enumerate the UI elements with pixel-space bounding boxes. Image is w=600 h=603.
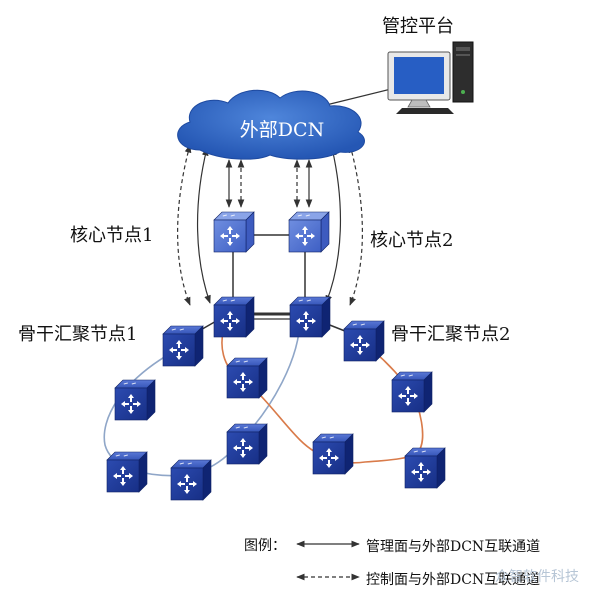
access-node-3 bbox=[391, 371, 433, 413]
core-node-1 bbox=[213, 211, 255, 253]
access-node-2 bbox=[114, 379, 156, 421]
mgmt-channel-agg2 bbox=[325, 147, 342, 304]
platform-label: 管控平台 bbox=[382, 16, 454, 37]
ctrl-channel-agg2 bbox=[348, 144, 363, 306]
ctrl-channel-agg1 bbox=[177, 144, 192, 306]
legend-swatches bbox=[296, 540, 360, 581]
cloud-icon: 外部DCN bbox=[177, 89, 365, 160]
agg1-label: 骨干汇聚节点1 bbox=[18, 324, 138, 345]
access-node-1 bbox=[226, 357, 268, 399]
agg-node-3 bbox=[162, 325, 204, 367]
core2-label: 核心节点2 bbox=[370, 230, 454, 251]
agg-node-1 bbox=[213, 296, 255, 338]
access-node-4 bbox=[226, 423, 268, 465]
legend-solid-text: 管理面与外部DCN互联通道 bbox=[366, 539, 541, 555]
access-node-8 bbox=[404, 447, 446, 489]
cloud-label: 外部DCN bbox=[240, 119, 324, 141]
platform-link bbox=[317, 87, 396, 108]
core1-label: 核心节点1 bbox=[70, 225, 154, 246]
access-node-7 bbox=[170, 459, 212, 501]
access-node-5 bbox=[312, 433, 354, 475]
desktop-computer-icon bbox=[387, 41, 474, 114]
legend-dashed-text: 控制面与外部DCN互联通道 bbox=[366, 572, 541, 588]
mgmt-channel-agg1 bbox=[196, 147, 211, 304]
access-node-6 bbox=[106, 451, 148, 493]
legend-title: 图例： bbox=[244, 538, 286, 554]
agg-node-4 bbox=[343, 320, 385, 362]
agg-node-2 bbox=[289, 296, 331, 338]
agg2-label: 骨干汇聚节点2 bbox=[391, 324, 511, 345]
watermark: 众智软件科技 bbox=[495, 569, 579, 585]
core-node-2 bbox=[288, 211, 330, 253]
